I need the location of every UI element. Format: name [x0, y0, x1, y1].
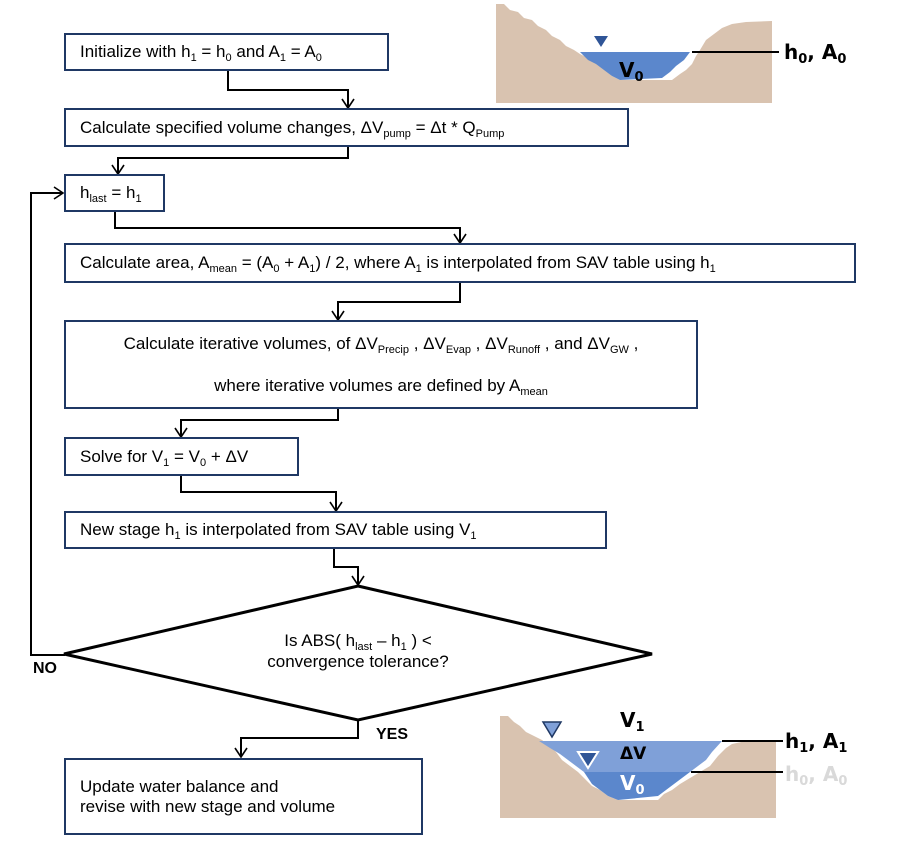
cross-section-initial — [496, 4, 779, 103]
connector-no-loop — [30, 192, 65, 656]
arrowhead-icon — [53, 186, 65, 200]
connector-iter-to-solve — [180, 409, 339, 437]
step-calc-pump-volume-text: Calculate specified volume changes, ΔVpu… — [80, 117, 505, 140]
label-h0-a0-faded: h0, A0 — [785, 762, 848, 789]
step-update-line-1: Update water balance and — [80, 776, 279, 796]
step-new-stage-text: New stage h1 is interpolated from SAV ta… — [80, 520, 477, 542]
water-level-marker-icon — [594, 36, 608, 47]
label-v1-updated: V1 — [620, 708, 645, 735]
decision-line-1: Is ABS( hlast – h1 ) < — [284, 631, 432, 653]
step-iter-line-1: Calculate iterative volumes, of ΔVPrecip… — [123, 333, 639, 356]
step-hlast-assign-text: hlast = h1 — [80, 183, 142, 205]
step-update-text: Update water balance and revise with new… — [80, 777, 335, 817]
ground-profile — [496, 4, 772, 103]
connector-area-to-iter — [337, 283, 461, 320]
arrowhead-icon — [234, 747, 248, 759]
label-h1-a1-updated: h1, A1 — [785, 729, 848, 756]
decision-line-2: convergence tolerance? — [267, 652, 449, 671]
cross-section-updated — [500, 716, 783, 818]
label-v0-updated: V0 — [620, 771, 645, 798]
step-calc-iterative-volumes: Calculate iterative volumes, of ΔVPrecip… — [64, 320, 698, 409]
branch-label-no: NO — [33, 660, 57, 677]
step-calc-area-text: Calculate area, Amean = (A0 + A1) / 2, w… — [80, 253, 716, 275]
connector-hlast-to-area — [114, 212, 461, 243]
decision-diamond — [63, 584, 653, 722]
step-calc-area: Calculate area, Amean = (A0 + A1) / 2, w… — [64, 243, 856, 283]
step-hlast-assign: hlast = h1 — [64, 174, 165, 212]
connector-pump-to-hlast — [117, 146, 349, 174]
branch-label-yes: YES — [376, 726, 409, 743]
connector-stage-to-decision — [333, 548, 359, 585]
ground-profile — [500, 716, 776, 818]
water-body — [580, 52, 690, 80]
label-delta-v: ΔV — [620, 744, 647, 764]
decision-text: Is ABS( hlast – h1 ) < convergence toler… — [208, 630, 508, 672]
step-update-water-balance: Update water balance and revise with new… — [64, 758, 423, 835]
water-body-old — [584, 772, 690, 800]
step-solve-volume-text: Solve for V1 = V0 + ΔV — [80, 446, 249, 469]
step-initialize: Initialize with h1 = h0 and A1 = A0 — [64, 33, 389, 71]
connector-solve-to-stage — [180, 476, 337, 511]
label-v0-initial: V0 — [619, 58, 644, 85]
connector-yes — [240, 720, 359, 757]
step-solve-volume: Solve for V1 = V0 + ΔV — [64, 437, 299, 476]
label-h0-a0-initial: h0, A0 — [784, 40, 847, 67]
step-iter-line-2: where iterative volumes are defined by A… — [214, 375, 548, 398]
step-update-line-2: revise with new stage and volume — [80, 796, 336, 816]
step-new-stage: New stage h1 is interpolated from SAV ta… — [64, 511, 607, 549]
connector-init-to-pump — [227, 70, 349, 108]
step-initialize-text: Initialize with h1 = h0 and A1 = A0 — [80, 42, 322, 64]
old-level-marker-icon — [576, 751, 600, 770]
step-calc-pump-volume: Calculate specified volume changes, ΔVpu… — [64, 108, 629, 147]
new-level-marker-icon — [541, 721, 563, 739]
